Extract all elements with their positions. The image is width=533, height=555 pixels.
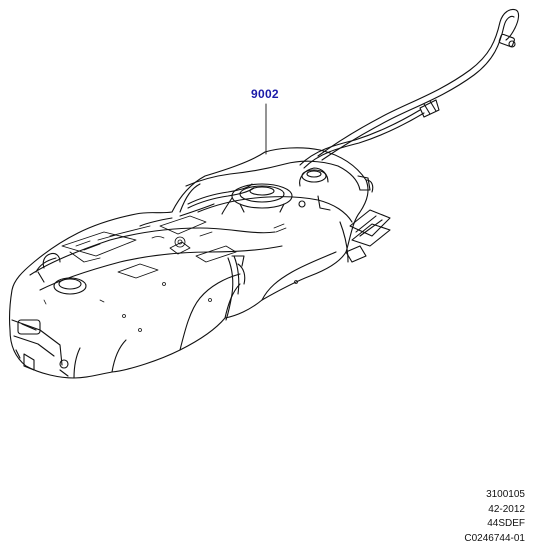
filler-neck	[37, 252, 87, 295]
vent-line	[299, 109, 425, 169]
top-deck-pipes	[35, 183, 255, 273]
tank-straps	[225, 221, 349, 321]
tank-body	[9, 147, 369, 379]
right-bracket	[345, 175, 391, 263]
part-number-callout: 9002	[251, 87, 279, 101]
label-plates	[61, 215, 237, 279]
filler-pipe	[317, 8, 520, 161]
reference-block: 3100105 42-2012 44SDEF C0246744-01	[464, 488, 525, 546]
detail-marks	[43, 223, 298, 332]
reference-line: C0246744-01	[464, 532, 525, 544]
reference-line: 3100105	[486, 489, 525, 500]
reference-line: 44SDEF	[487, 518, 525, 529]
tank-left-end	[11, 319, 69, 377]
pump-module	[221, 167, 331, 215]
reference-line: 42-2012	[488, 503, 525, 515]
